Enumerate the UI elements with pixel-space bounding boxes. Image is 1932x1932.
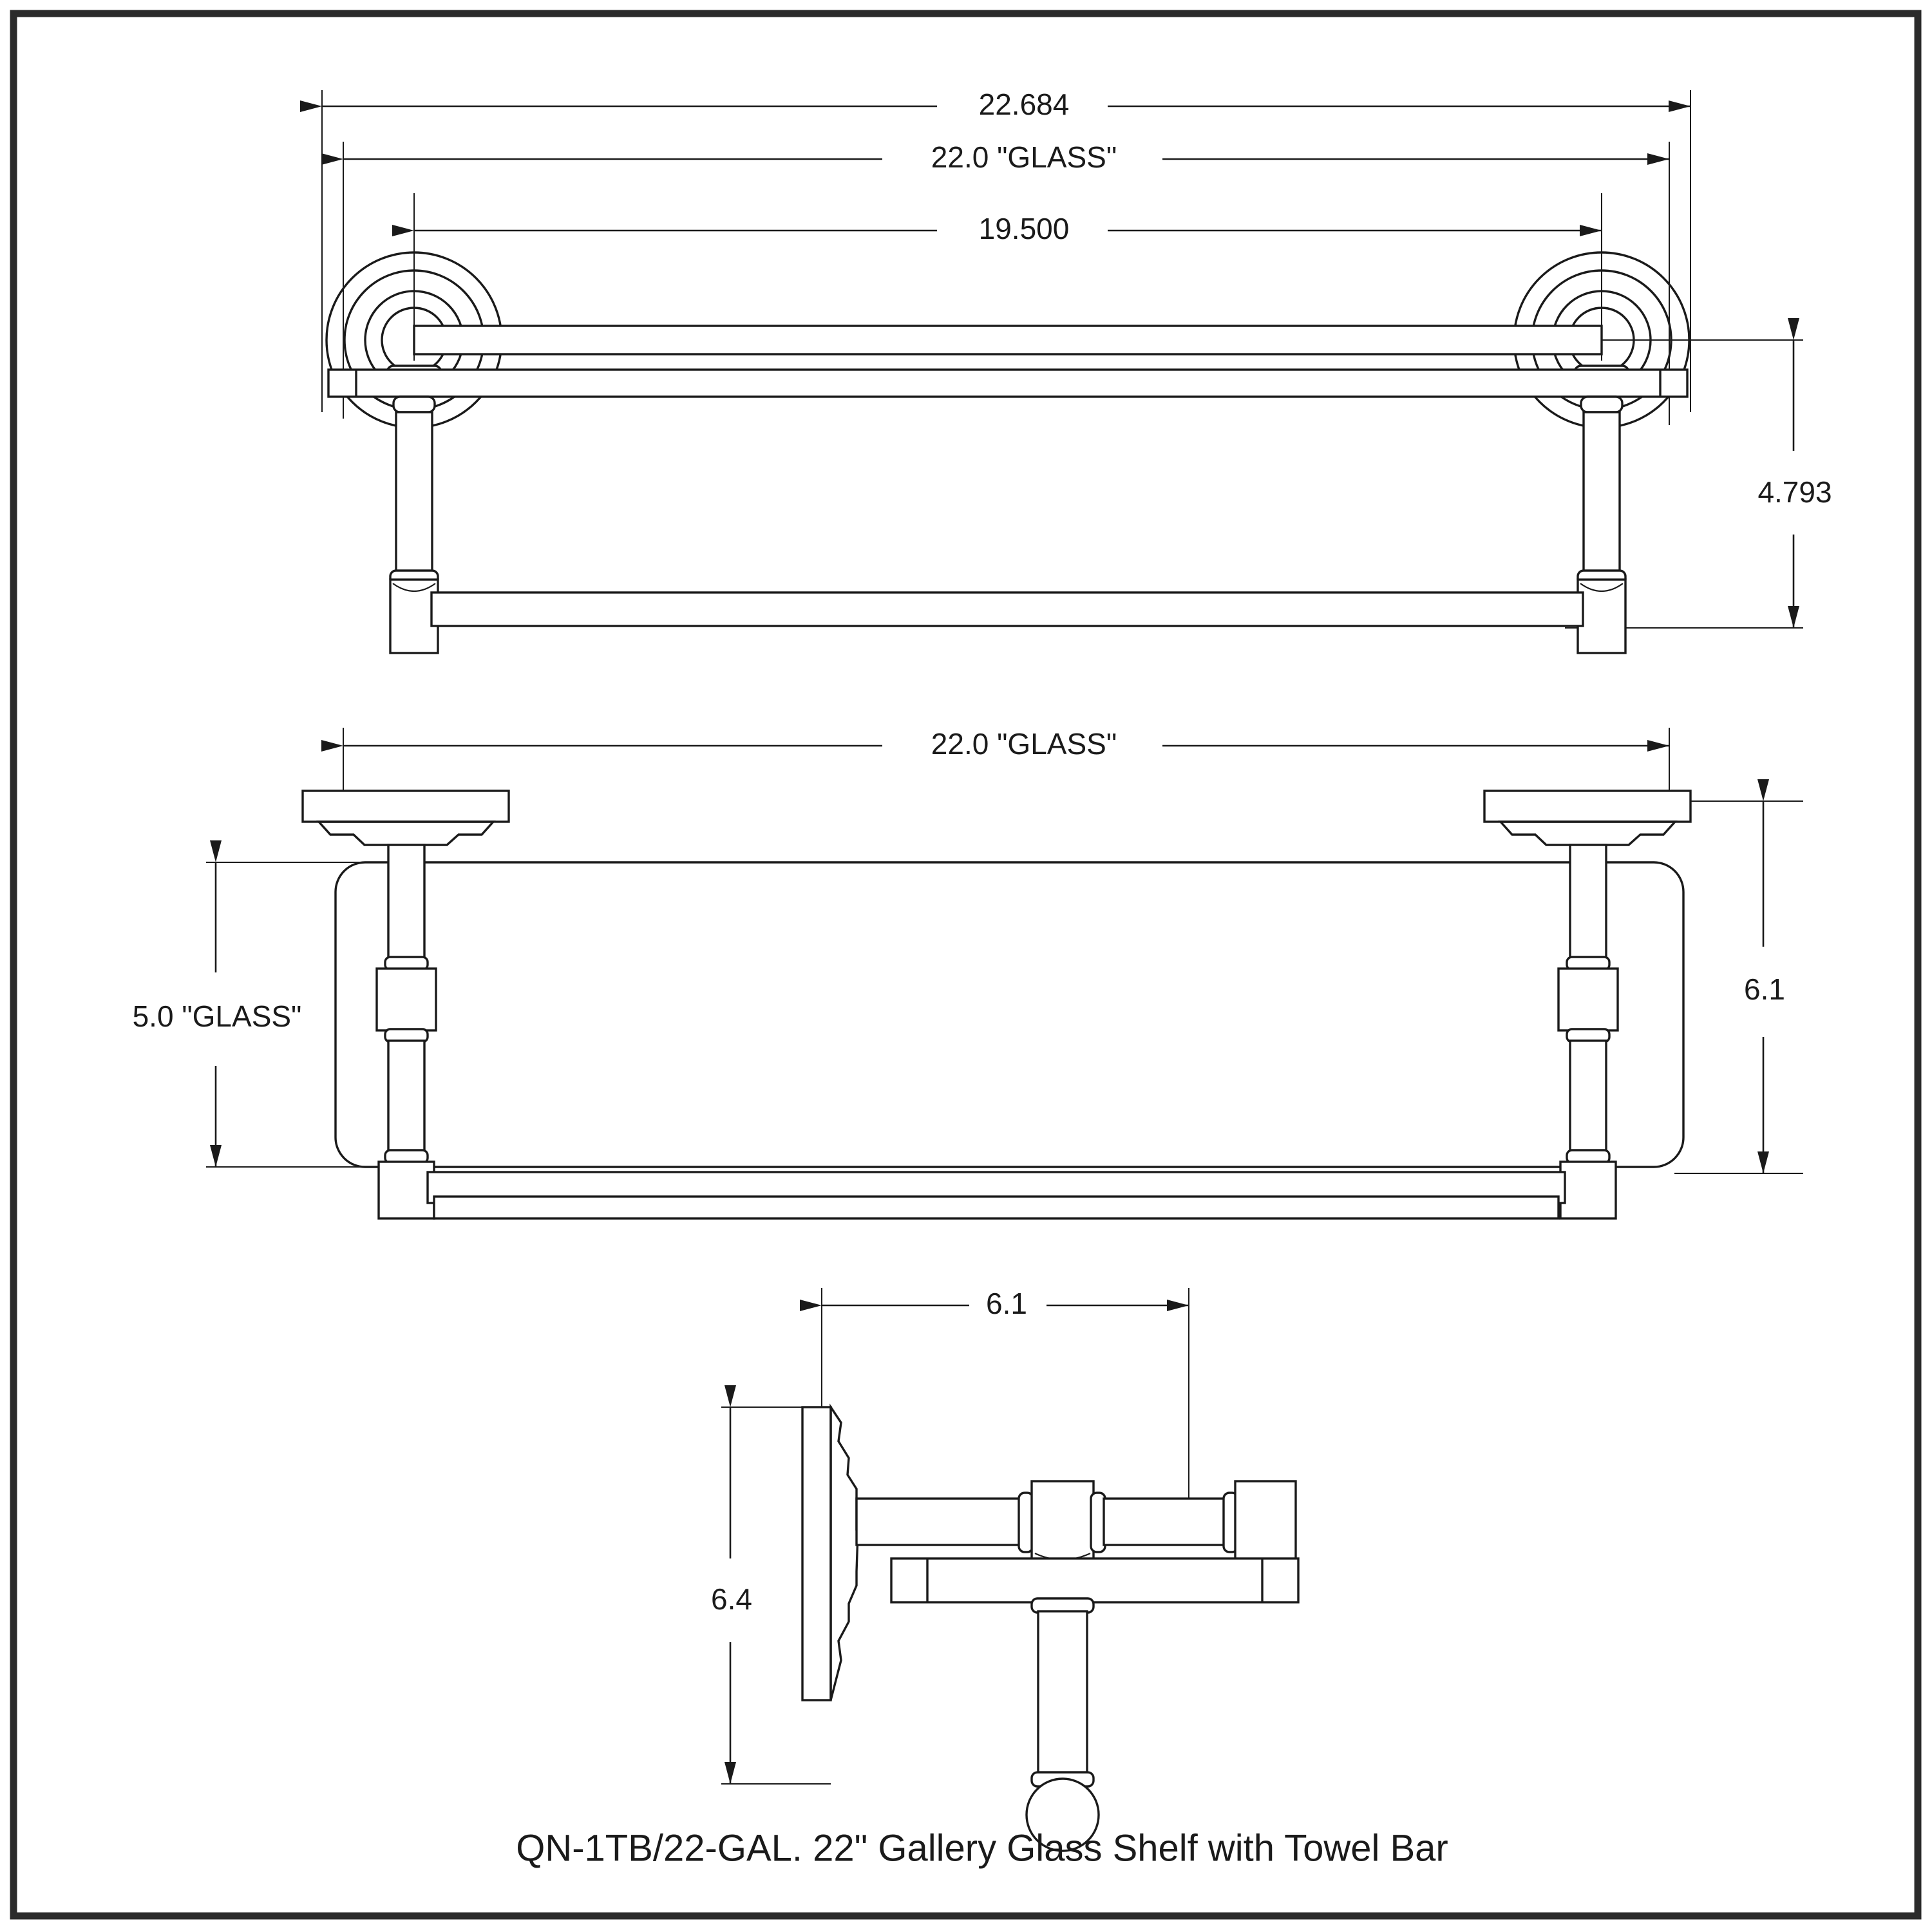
right-bracket-flange-top [1483,790,1692,846]
dim-label-50-glass: 5.0 "GLASS" [133,999,302,1033]
gallery-rail-front [413,325,1603,355]
towel-bar-top [426,1171,1566,1220]
drop-stem-side [1025,1597,1100,1852]
left-bracket-flange-top [301,790,510,846]
dimension-glass-depth: 5.0 "GLASS" [133,840,302,1167]
front-center-marks [413,233,1803,341]
dimension-overall-height: 4.793 [1757,318,1832,628]
dimension-glass-width-top: 22.0 "GLASS" [321,727,1669,761]
dimension-side-projection: 6.1 [800,1287,1189,1320]
dim-label-61-top: 6.1 [1744,972,1785,1006]
dim-label-4793: 4.793 [1757,475,1832,509]
left-support-post-front [389,395,439,654]
dimension-overall-width: 22.684 [300,88,1690,121]
sheet-border [10,10,1922,1920]
towel-bar-front [430,591,1584,627]
glass-plate-top [334,861,1685,1168]
dim-label-19500: 19.500 [979,212,1070,245]
dimension-side-height: 6.4 [711,1385,752,1784]
dim-label-64-side: 6.4 [711,1582,752,1616]
front-elevation-view: 22.684 22.0 "GLASS" 19.500 4.793 [300,88,1832,654]
drawing-caption: QN-1TB/22-GAL. 22" Gallery Glass Shelf w… [516,1827,1448,1869]
right-post-top [1557,844,1619,1220]
dimension-overall-depth: 6.1 [1744,779,1785,1173]
dimension-glass-width-front: 22.0 "GLASS" [321,140,1669,174]
top-plan-view: 22.0 "GLASS" 5.0 "GLASS" 6.1 [133,727,1803,1220]
wall-plate-side [801,1403,859,1701]
dim-label-glass-width-front: 22.0 "GLASS" [931,140,1117,174]
left-post-top [375,844,437,1220]
support-arm-side [855,1480,1297,1565]
glass-plate-side [890,1557,1300,1604]
side-extension-lines [721,1288,1189,1785]
dim-label-61-side: 6.1 [986,1287,1027,1320]
side-profile-view: 6.1 6.4 [711,1287,1300,1852]
dim-label-glass-width-top: 22.0 "GLASS" [931,727,1117,761]
dimension-mount-spacing: 19.500 [392,212,1602,245]
glass-shelf-front-edge [327,368,1689,398]
right-support-post-front [1577,395,1627,654]
dim-label-22684: 22.684 [979,88,1070,121]
